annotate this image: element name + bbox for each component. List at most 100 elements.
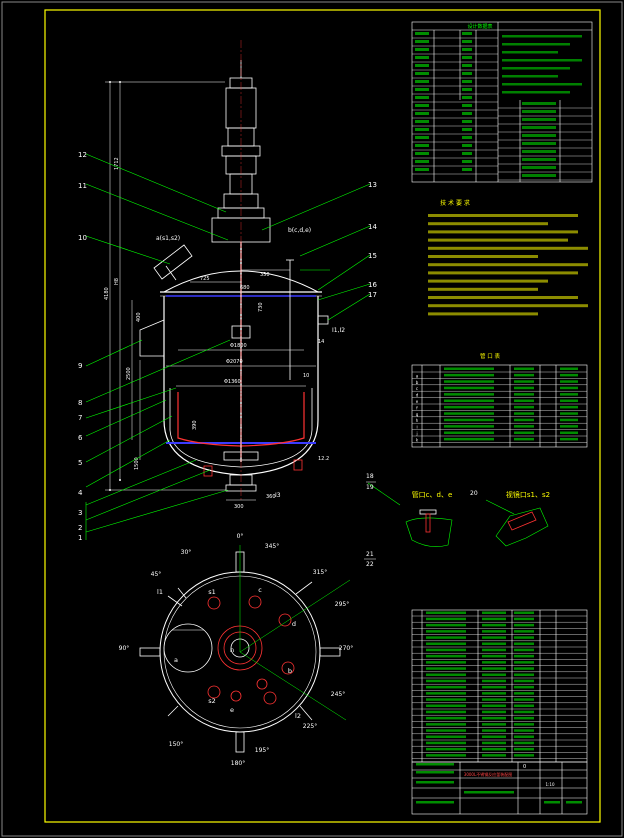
plan-nozzle-label: s1: [208, 588, 216, 596]
plan-angle: 270°: [339, 645, 353, 652]
detail-18-19: 18 19 管口c、d、e: [366, 473, 453, 547]
nozzle-row-code: g: [416, 412, 419, 417]
part-number-6: 6: [78, 434, 83, 442]
dimension-text: 730: [258, 302, 264, 312]
part-number-16: 16: [368, 281, 377, 289]
dimension-texts: 17124180H825001500400680Φ1800Φ2070Φ13607…: [104, 157, 329, 510]
part-number-4: 4: [78, 489, 83, 497]
plan-nozzle-label: d: [292, 620, 296, 628]
plan-view: 0°30°45°90°150°180°195°225°245°270°295°3…: [119, 533, 376, 767]
plan-nozzle-label: l1: [157, 588, 163, 596]
part-number-2: 2: [78, 524, 82, 532]
detail-18-label: 18: [366, 473, 374, 480]
part-number-8: 8: [78, 399, 82, 407]
title-block-revision: 0: [523, 764, 526, 770]
nozzle-row-code: k: [416, 437, 419, 442]
dimension-text: 725: [200, 276, 210, 282]
part-number-5: 5: [78, 459, 82, 467]
plan-nozzle-label: a: [174, 656, 178, 664]
nozzle-tag-i12: I1,I2: [332, 327, 345, 334]
nozzle-row-code: a: [416, 373, 419, 378]
part-number-1: 1: [78, 534, 82, 542]
bottom-nozzle-right: [293, 459, 303, 471]
tech-req-title: 技 术 要 求: [440, 199, 470, 207]
nozzle-tag-b: b(c,d,e): [288, 227, 311, 234]
nozzle-row-code: e: [416, 399, 419, 404]
dimension-text: 680: [240, 285, 250, 291]
dimension-text: Φ1800: [230, 343, 247, 349]
plan-nozzle-circles: [207, 595, 295, 705]
design-table-rows: [412, 32, 592, 181]
nozzle-table: [411, 364, 588, 448]
plan-angle: 245°: [331, 691, 345, 698]
front-view: 17124180H825001500400680Φ1800Φ2070Φ13607…: [78, 40, 377, 542]
dimension-text: 10: [303, 373, 309, 379]
parts-list-rows: [412, 611, 587, 759]
part-number-14: 14: [368, 223, 377, 231]
nozzle-table-title: 管 口 表: [480, 352, 500, 360]
plan-angle: 0°: [237, 533, 244, 540]
bottom-nozzle-left: [203, 465, 213, 477]
title-block-rows: [416, 763, 582, 804]
dimension-text: 390: [192, 420, 198, 430]
nozzle-tag-a: a(s1,s2): [156, 235, 180, 242]
title-block-drawing-name: 3000L不锈钢反应釜装配图: [464, 771, 512, 777]
plan-angle-labels: 0°30°45°90°150°180°195°225°245°270°295°3…: [119, 533, 354, 767]
plan-nozzle-label: s2: [208, 697, 216, 705]
plan-angle-rays: [239, 545, 351, 721]
design-table-title: 设计数据表: [467, 23, 492, 30]
detail-20-label: 20: [470, 490, 478, 497]
detail-20: 20 视镜口s1、s2: [470, 490, 550, 547]
part-number-9: 9: [78, 362, 82, 370]
title-block: [411, 761, 588, 815]
plan-nozzle-label: l2: [295, 712, 301, 720]
dimension-text: 4180: [104, 287, 110, 300]
part-number-7: 7: [78, 414, 82, 422]
inner-frame: [44, 9, 601, 823]
detail-20-title: 视镜口s1、s2: [506, 490, 550, 499]
title-block-scale: 1:10: [546, 782, 555, 787]
plan-part-21: 21: [366, 551, 374, 558]
dimension-text: 1500: [134, 457, 140, 470]
plan-nozzle-label: b: [288, 667, 292, 675]
plan-nozzle-label: c: [258, 586, 262, 594]
parts-list-table: [411, 609, 588, 763]
detail-19-label: 19: [366, 484, 374, 491]
dimension-text: H8: [114, 278, 120, 285]
dimension-text: Φ1360: [224, 379, 241, 385]
part-number-10: 10: [78, 234, 87, 242]
part-number-17: 17: [368, 291, 377, 299]
dimension-text: 14: [318, 339, 324, 345]
support-lug-left: [139, 319, 165, 357]
plan-nozzle-label: e: [230, 706, 234, 714]
plan-part-22: 22: [366, 561, 374, 568]
nozzle-row-code: c: [416, 386, 418, 391]
dimension-text: 1712: [114, 157, 120, 170]
part-number-11: 11: [78, 182, 87, 190]
plan-angle: 180°: [231, 760, 245, 767]
plan-manhole: [163, 623, 213, 673]
plan-angle: 45°: [151, 571, 162, 578]
plan-lugs: [139, 551, 341, 753]
tech-requirements-text: [428, 214, 588, 316]
dimension-text: 350: [260, 272, 270, 278]
plan-angle: 295°: [335, 601, 349, 608]
nozzle-tag-i3: I3: [275, 492, 281, 499]
dimension-text: 300: [234, 504, 244, 510]
nozzle-row-code: b: [416, 380, 419, 385]
dimension-arrows: [109, 81, 121, 491]
nozzle-row-code: d: [416, 393, 419, 398]
plan-angle: 150°: [169, 741, 183, 748]
manhole-a: [153, 244, 193, 281]
nozzle-row-code: f: [416, 405, 418, 410]
leader-lines: [85, 153, 371, 540]
dimension-lines: [105, 81, 316, 501]
side-nozzle-l: [317, 315, 329, 325]
nozzle-row-code: j: [415, 431, 417, 436]
plan-angle: 225°: [303, 723, 317, 730]
dimension-text: 360: [266, 494, 276, 500]
